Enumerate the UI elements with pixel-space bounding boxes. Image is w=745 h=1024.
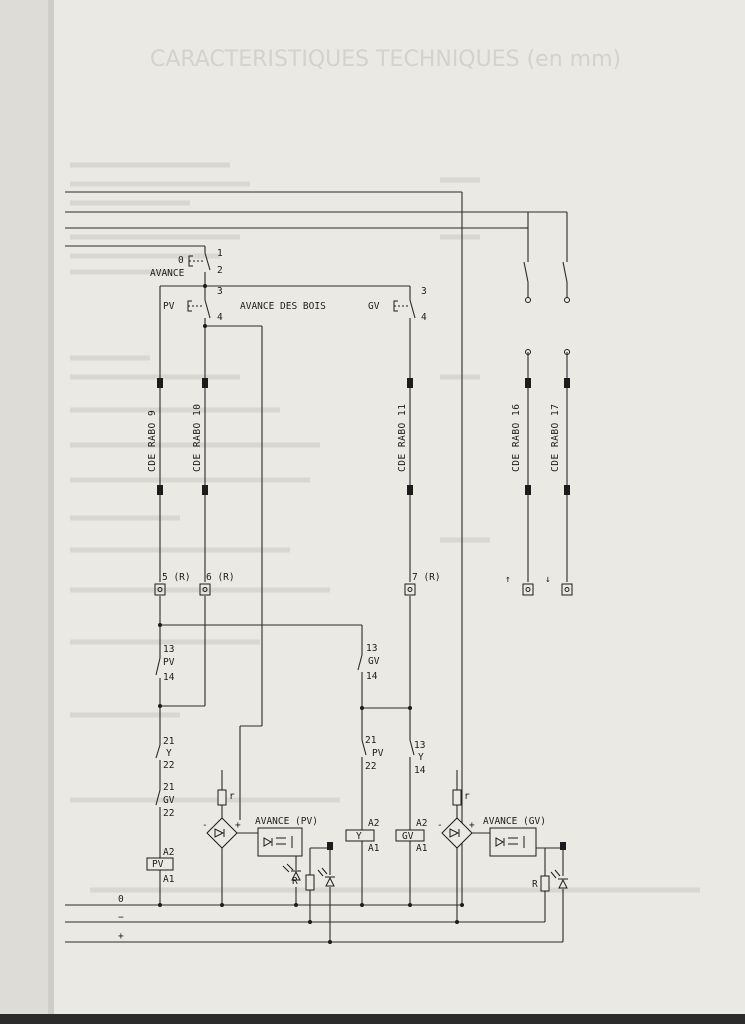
coil-gv-a1: A1 [416, 843, 428, 854]
optocoupler-pv [257, 827, 303, 857]
coil-pv-label: PV [152, 859, 164, 870]
resistor-big-r-pv [305, 874, 315, 891]
avance-des-bois-label: AVANCE DES BOIS [240, 301, 326, 312]
relay-coil-y [345, 829, 375, 842]
cde-rabo-17-label: CDE RABO 17 [550, 404, 561, 472]
gv-switch-label: GV [368, 301, 380, 312]
resistor-r-pv-label: r [229, 791, 235, 802]
contact-13-gv: 13 [366, 643, 377, 654]
coil-pv-a1: A1 [163, 874, 175, 885]
contact-13-y: 13 [414, 740, 425, 751]
coil-y-a1: A1 [368, 843, 380, 854]
resistor-r-gv-label: r [464, 791, 470, 802]
contact-22-gv: 22 [163, 808, 174, 819]
contact-21-y: 21 [163, 736, 175, 747]
arrow-up-icon: ↑ [505, 574, 511, 585]
resistor-r-gv [452, 789, 462, 806]
contact-22-y: 22 [163, 760, 174, 771]
terminal-blocks [154, 583, 573, 596]
resistor-big-r-pv-label: R [292, 876, 298, 887]
rail-plus-label: + [118, 931, 124, 942]
resistor-big-r-gv-label: R [532, 879, 538, 890]
contact-pv-label: PV [163, 657, 175, 668]
terminal-6-label: 6 (R) [206, 572, 235, 583]
coil-pv-a2: A2 [163, 847, 174, 858]
contact-14-gv: 14 [366, 671, 378, 682]
relay-coil-pv [146, 857, 174, 871]
contact-y2-label: Y [418, 752, 424, 763]
coil-y-label: Y [356, 831, 362, 842]
cde-rabo-11-label: CDE RABO 11 [397, 404, 408, 472]
optocoupler-gv [489, 827, 537, 857]
contact-22-pv: 22 [365, 761, 376, 772]
resistor-big-r-gv [540, 875, 550, 892]
contact-13-pv: 13 [163, 644, 174, 655]
switch-top-2-label: 2 [217, 265, 223, 276]
contact-gv2-label: GV [163, 795, 175, 806]
rail-minus-label: − [118, 912, 124, 923]
coil-gv-a2: A2 [416, 818, 427, 829]
background-title: CARACTERISTIQUES TECHNIQUES (en mm) [150, 47, 621, 72]
coil-gv-label: GV [402, 831, 414, 842]
contact-14-y: 14 [414, 765, 426, 776]
switch-gv-4-label: 4 [421, 312, 427, 323]
bridge-gv-minus: - [437, 820, 443, 831]
terminal-7-label: 7 (R) [412, 572, 441, 583]
switch-gv-3-label: 3 [421, 286, 427, 297]
contact-21-gv: 21 [163, 782, 175, 793]
avance-gv-label: AVANCE (GV) [483, 816, 546, 827]
switch-pv-3-label: 3 [217, 286, 223, 297]
contact-y-label: Y [166, 748, 172, 759]
resistor-r-pv [217, 789, 227, 806]
switch-top-1-label: 1 [217, 248, 223, 259]
avance-pv-label: AVANCE (PV) [255, 816, 318, 827]
cable-connectors [157, 378, 570, 850]
contact-21-pv: 21 [365, 735, 377, 746]
avance-label: AVANCE [150, 268, 185, 279]
contact-gv-label: GV [368, 656, 380, 667]
contact-pv2-label: PV [372, 748, 384, 759]
arrow-down-icon: ↓ [545, 574, 551, 585]
pv-switch-label: PV [163, 301, 175, 312]
bridge-pv-minus: - [202, 820, 208, 831]
switch-top-0-label: 0 [178, 255, 184, 266]
terminal-5-label: 5 (R) [162, 572, 191, 583]
switch-pv-4-label: 4 [217, 312, 223, 323]
cde-rabo-10-label: CDE RABO 10 [192, 404, 203, 472]
relay-coil-gv [395, 829, 425, 842]
contact-14-pv: 14 [163, 672, 175, 683]
coil-y-a2: A2 [368, 818, 379, 829]
bridge-pv-plus: + [235, 820, 241, 831]
bridge-gv-plus: + [469, 820, 475, 831]
rail-zero-label: 0 [118, 894, 124, 905]
cde-rabo-16-label: CDE RABO 16 [511, 404, 522, 472]
cde-rabo-9-label: CDE RABO 9 [147, 410, 158, 472]
